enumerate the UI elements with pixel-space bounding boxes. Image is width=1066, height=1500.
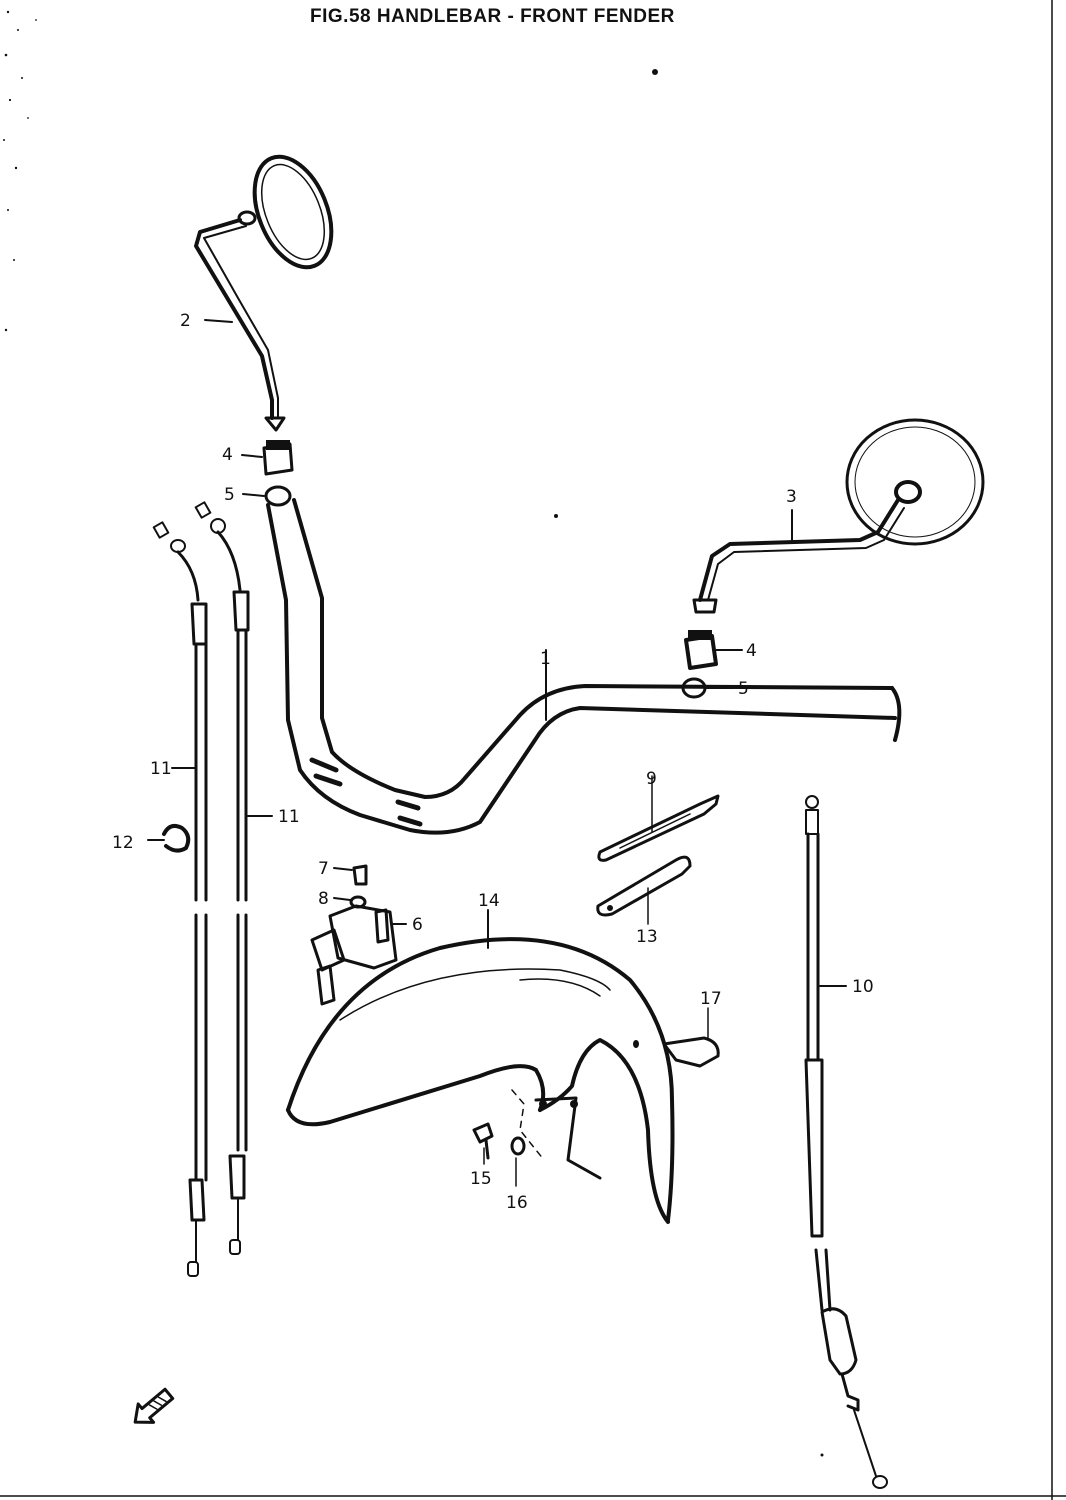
part-cable-left (152, 521, 208, 1277)
part-fender-bolt (472, 1122, 494, 1165)
part-handlebar (266, 498, 902, 835)
callout-11-left: 11 (150, 759, 172, 779)
part-bracket-lower (596, 855, 692, 925)
scan-noise (3, 10, 824, 1457)
part-left-nut (242, 485, 292, 507)
callout-12: 12 (112, 833, 134, 853)
callout-3: 3 (786, 487, 797, 507)
part-switch-assembly (310, 864, 407, 1006)
callout-17: 17 (700, 989, 722, 1009)
callout-8: 8 (318, 889, 329, 909)
callout-9: 9 (646, 769, 657, 789)
callout-6: 6 (412, 915, 423, 935)
part-right-nut (681, 677, 735, 699)
part-cable-clip (147, 824, 191, 853)
callout-14: 14 (478, 891, 500, 911)
part-fender-nut (633, 1007, 720, 1068)
callout-13: 13 (636, 927, 658, 947)
part-front-fender (286, 909, 675, 1224)
part-bracket-upper (597, 775, 720, 862)
callout-2: 2 (180, 311, 191, 331)
callout-1: 1 (540, 649, 551, 669)
part-left-adjuster (241, 440, 294, 476)
callout-15: 15 (470, 1169, 492, 1189)
part-fender-washer (510, 1136, 526, 1187)
callout-4-right: 4 (746, 641, 757, 661)
fwd-arrow-icon (133, 1387, 175, 1424)
callout-4-left: 4 (222, 445, 233, 465)
callout-7: 7 (318, 859, 329, 879)
callout-5-left: 5 (224, 485, 235, 505)
figure-title: FIG.58 HANDLEBAR - FRONT FENDER (310, 6, 675, 27)
part-cable-long (804, 795, 888, 1489)
callout-16: 16 (506, 1193, 528, 1213)
part-right-adjuster (684, 630, 743, 670)
part-right-mirror (692, 418, 985, 614)
part-cable-right (194, 501, 273, 1255)
callout-11-right: 11 (278, 807, 300, 827)
callout-5-right: 5 (738, 679, 749, 699)
part-left-mirror (194, 154, 334, 432)
callout-10: 10 (852, 977, 874, 997)
